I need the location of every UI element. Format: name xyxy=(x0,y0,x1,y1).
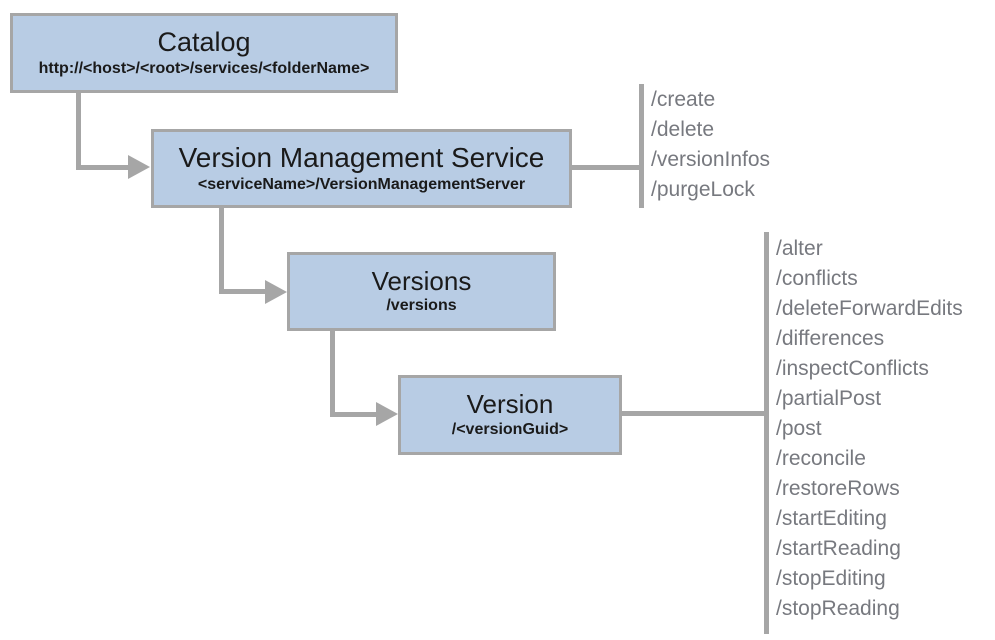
endpoint-item: /startEditing xyxy=(776,507,887,530)
endpoint-item: /conflicts xyxy=(776,267,858,290)
endpoint-item: /post xyxy=(776,417,822,440)
node-url: <serviceName>/VersionManagementServer xyxy=(197,175,526,193)
connector-versions-to-version-horizontal xyxy=(330,412,376,417)
node-versions: Versions /versions xyxy=(287,252,556,331)
endpoint-item: /stopEditing xyxy=(776,567,886,590)
endpoint-item: /alter xyxy=(776,237,823,260)
connector-versions-to-version-vertical xyxy=(330,331,335,417)
endpoint-item: /purgeLock xyxy=(651,178,755,201)
version-endpoint-list: /alter /conflicts /deleteForwardEdits /d… xyxy=(776,234,963,624)
node-title: Versions xyxy=(371,265,472,296)
arrow-right-icon xyxy=(128,155,150,179)
node-version: Version /<versionGuid> xyxy=(398,375,622,455)
endpoint-item: /differences xyxy=(776,327,885,350)
connector-version-to-endpoints xyxy=(622,411,764,416)
connector-catalog-to-vms-horizontal xyxy=(76,165,128,170)
connector-catalog-to-vms-vertical xyxy=(76,93,81,170)
endpoint-item: /startReading xyxy=(776,537,901,560)
endpoint-item: /versionInfos xyxy=(651,148,771,171)
node-title: Version xyxy=(466,389,554,420)
node-title: Version Management Service xyxy=(178,142,545,174)
connector-vms-to-versions-vertical xyxy=(219,208,224,294)
endpoint-item: /restoreRows xyxy=(776,477,900,500)
endpoint-item: /inspectConflicts xyxy=(776,357,929,380)
connector-vms-to-versions-horizontal xyxy=(219,289,265,294)
node-catalog: Catalog http://<host>/<root>/services/<f… xyxy=(10,13,398,93)
endpoint-item: /delete xyxy=(651,118,715,141)
vms-endpoint-list: /create /delete /versionInfos /purgeLock xyxy=(651,85,770,205)
endpoint-item: /create xyxy=(651,88,716,111)
arrow-right-icon xyxy=(265,280,287,304)
node-version-management-service: Version Management Service <serviceName>… xyxy=(151,129,572,208)
endpoint-item: /stopReading xyxy=(776,597,900,620)
endpoint-item: /reconcile xyxy=(776,447,866,470)
node-title: Catalog xyxy=(157,27,251,58)
arrow-right-icon xyxy=(376,402,398,426)
endpoint-item: /partialPost xyxy=(776,387,882,410)
node-url: /versions xyxy=(386,297,457,315)
vms-endpoints-bracket xyxy=(639,84,644,208)
node-url: /<versionGuid> xyxy=(451,420,569,438)
connector-vms-to-endpoints xyxy=(572,165,639,170)
node-url: http://<host>/<root>/services/<folderNam… xyxy=(38,59,370,77)
version-endpoints-bracket xyxy=(764,232,769,634)
endpoint-item: /deleteForwardEdits xyxy=(776,297,963,320)
